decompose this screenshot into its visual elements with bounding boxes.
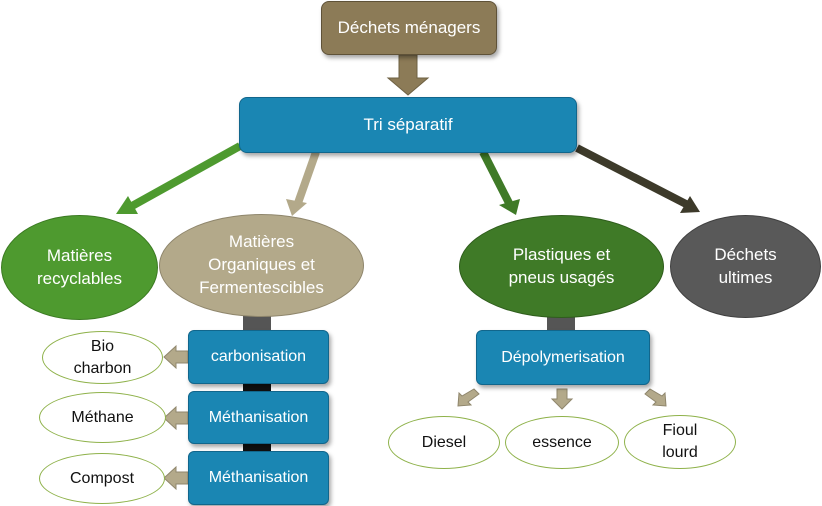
compost-ellipse: Compost: [39, 453, 165, 504]
methane-label: Méthane: [71, 408, 134, 426]
depolymerisation-box: Dépolymerisation: [476, 330, 650, 385]
connector-carbo-metha1: [243, 384, 271, 392]
arrow-to-biocharbon: [163, 344, 189, 370]
compost-label: Compost: [69, 469, 135, 487]
arrow-to-recyclables: [130, 142, 242, 210]
plastiques-pneus-ellipse: Plastiques et pneus usagés: [459, 215, 664, 318]
matieres-recyclables-label: Matières recyclables: [36, 245, 123, 288]
arrow-to-organiques: [294, 150, 320, 205]
plastiques-pneus-label: Plastiques et pneus usagés: [508, 244, 615, 287]
dechets-ultimes-label: Déchets ultimes: [714, 244, 777, 287]
depolymerisation-label: Dépolymerisation: [501, 348, 625, 366]
bio-charbon-ellipse: Bio charbon: [42, 331, 163, 384]
dechets-menagers-box: Déchets ménagers: [321, 1, 497, 55]
tri-separatif-box: Tri séparatif: [239, 97, 577, 153]
arrow-to-fioul: [644, 388, 667, 407]
fioul-lourd-ellipse: Fioul lourd: [624, 415, 736, 469]
diesel-ellipse: Diesel: [388, 416, 500, 469]
methanisation-box-1: Méthanisation: [188, 391, 329, 444]
dechets-menagers-label: Déchets ménagers: [337, 17, 481, 37]
methanisation-box-2: Méthanisation: [188, 451, 329, 505]
essence-label: essence: [532, 433, 592, 451]
arrow-to-essence: [550, 388, 574, 410]
methane-ellipse: Méthane: [39, 392, 166, 443]
arrow-to-plastiques: [479, 150, 513, 205]
essence-ellipse: essence: [505, 416, 619, 469]
tri-separatif-label: Tri séparatif: [363, 114, 453, 134]
connector-metha1-metha2: [243, 444, 271, 452]
matieres-organiques-label: Matières Organiques et Fermentescibles: [199, 232, 324, 297]
fioul-lourd-label: Fioul lourd: [662, 422, 698, 461]
carbonisation-label: carbonisation: [210, 348, 307, 366]
matieres-organiques-ellipse: Matières Organiques et Fermentescibles: [159, 214, 364, 317]
dechets-ultimes-ellipse: Déchets ultimes: [670, 215, 821, 318]
carbonisation-box: carbonisation: [188, 330, 329, 384]
connector-plastiques: [547, 315, 575, 331]
methanisation-label-1: Méthanisation: [208, 408, 309, 426]
arrow-to-ultimes: [575, 144, 688, 208]
arrow-to-compost: [163, 465, 189, 491]
arrow-to-methane: [163, 405, 189, 431]
arrow-to-diesel: [457, 388, 480, 407]
bio-charbon-label: Bio charbon: [73, 337, 132, 377]
arrow-top-to-tri: [386, 54, 430, 96]
diesel-label: Diesel: [421, 433, 467, 451]
methanisation-label-2: Méthanisation: [208, 469, 309, 487]
matieres-recyclables-ellipse: Matières recyclables: [1, 215, 158, 320]
connector-organiques: [243, 314, 271, 330]
